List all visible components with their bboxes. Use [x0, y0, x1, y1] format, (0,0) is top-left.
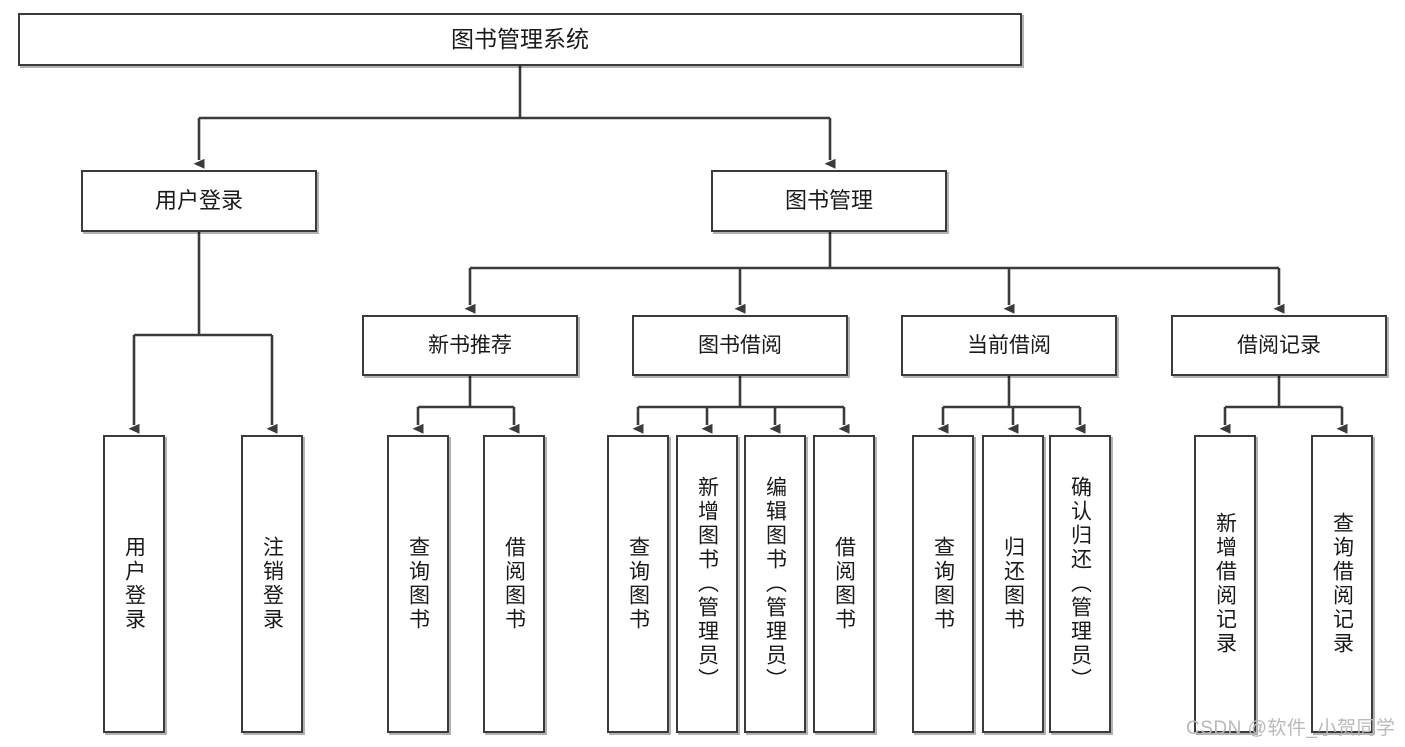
node-current-borrow[interactable]: 当前借阅 [901, 315, 1117, 376]
node-label: 图书管理 [784, 187, 873, 213]
node-new-book-recommend[interactable]: 新书推荐 [362, 315, 578, 376]
node-book-management[interactable]: 图书管理 [711, 170, 947, 232]
node-label: 用户登录 [122, 536, 146, 632]
node-label: 查询图书 [406, 536, 430, 632]
node-label: 编辑图书（管理员） [763, 476, 787, 692]
node-label: 归还图书 [1001, 536, 1025, 632]
node-label: 图书管理系统 [451, 25, 589, 52]
node-user-login[interactable]: 用户登录 [81, 170, 317, 232]
leaf-borrow-edit-book-admin[interactable]: 编辑图书（管理员） [744, 435, 806, 733]
leaf-recommend-borrow-book[interactable]: 借阅图书 [483, 435, 545, 733]
leaf-current-query-book[interactable]: 查询图书 [912, 435, 974, 733]
node-label: 新书推荐 [428, 333, 512, 357]
node-label: 注销登录 [260, 536, 284, 632]
node-label: 确认归还（管理员） [1068, 476, 1092, 692]
node-label: 新增图书（管理员） [695, 476, 719, 692]
leaf-current-confirm-return-admin[interactable]: 确认归还（管理员） [1049, 435, 1111, 733]
leaf-record-add-borrow-record[interactable]: 新增借阅记录 [1194, 435, 1256, 733]
node-label: 查询图书 [931, 536, 955, 632]
leaf-record-query-borrow-record[interactable]: 查询借阅记录 [1311, 435, 1373, 733]
leaf-borrow-add-book-admin[interactable]: 新增图书（管理员） [676, 435, 738, 733]
node-label: 图书借阅 [698, 333, 782, 357]
leaf-borrow-query-book[interactable]: 查询图书 [607, 435, 669, 733]
watermark: CSDN @软件_小贺同学 [1186, 718, 1396, 739]
leaf-user-login-logout[interactable]: 注销登录 [241, 435, 303, 733]
node-label: 借阅记录 [1237, 333, 1321, 357]
node-label: 新增借阅记录 [1213, 512, 1237, 656]
node-label: 查询借阅记录 [1330, 512, 1354, 656]
node-label: 借阅图书 [502, 536, 526, 632]
node-label: 查询图书 [626, 536, 650, 632]
leaf-recommend-query-book[interactable]: 查询图书 [387, 435, 449, 733]
leaf-user-login-login[interactable]: 用户登录 [103, 435, 165, 733]
node-borrow-record[interactable]: 借阅记录 [1171, 315, 1387, 376]
node-root-book-management-system[interactable]: 图书管理系统 [18, 13, 1022, 66]
node-label: 用户登录 [154, 187, 243, 213]
leaf-borrow-borrow-book[interactable]: 借阅图书 [813, 435, 875, 733]
node-label: 当前借阅 [967, 333, 1051, 357]
node-label: 借阅图书 [832, 536, 856, 632]
leaf-current-return-book[interactable]: 归还图书 [982, 435, 1044, 733]
node-book-borrow[interactable]: 图书借阅 [632, 315, 848, 376]
